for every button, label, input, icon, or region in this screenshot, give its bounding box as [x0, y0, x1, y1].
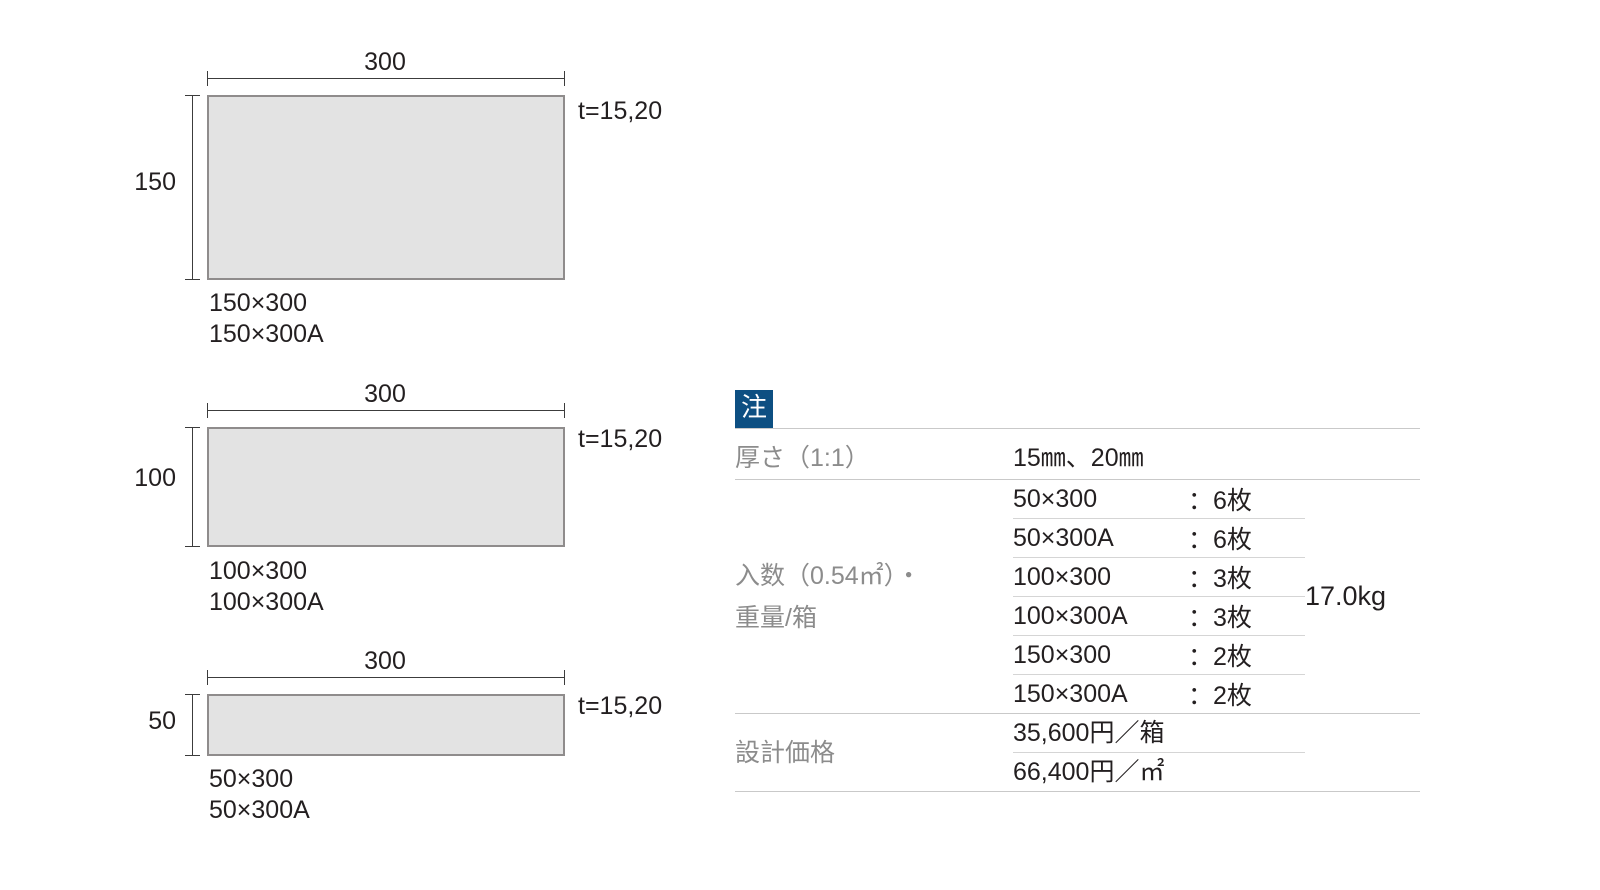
price-per-sqm: 66,400円／㎡ [1013, 758, 1165, 786]
height-dimension-line [185, 427, 200, 547]
packing-count: ：2枚 [1188, 682, 1252, 710]
packing-count: ：6枚 [1188, 487, 1252, 515]
diagram-panel: 300 150 t=15,20 150×300 150×300A 300 100… [0, 0, 720, 890]
caption-line-1: 150×300 [209, 289, 308, 317]
specification-table-price: 設計価格 35,600円／箱 66,400円／㎡ [735, 714, 1420, 791]
note-badge: 注 [735, 390, 774, 428]
width-dimension-line [207, 403, 565, 418]
row-label-thickness: 厚さ（1:1） [735, 444, 870, 472]
thickness-label: t=15,20 [578, 425, 663, 453]
table-rule-after-thickness [735, 479, 1420, 480]
packing-row: 100×300 ：3枚 [1013, 558, 1305, 597]
packing-size: 150×300 [1013, 640, 1112, 669]
table-row-thickness: 厚さ（1:1） 15㎜、20㎜ [735, 437, 1420, 479]
tile-caption: 150×300 150×300A [209, 288, 324, 350]
table-rule-bottom [735, 791, 1420, 792]
row-side-thickness [1305, 437, 1420, 479]
height-dimension-label: 50 [148, 707, 176, 735]
packing-row: 150×300A ：2枚 [1013, 675, 1305, 713]
packing-weight: 17.0kg [1305, 581, 1387, 611]
specification-table: 厚さ（1:1） 15㎜、20㎜ [735, 437, 1420, 479]
packing-row: 50×300A ：6枚 [1013, 519, 1305, 558]
packing-count: ：6枚 [1188, 526, 1252, 554]
thickness-label: t=15,20 [578, 692, 663, 720]
packing-count: ：2枚 [1188, 643, 1252, 671]
thickness-value: 15㎜、20㎜ [1013, 444, 1144, 472]
packing-size: 100×300A [1013, 601, 1128, 630]
width-dimension-line [207, 670, 565, 685]
packing-label-line-2: 重量/箱 [735, 603, 817, 632]
tile-caption: 50×300 50×300A [209, 764, 310, 826]
row-label-packing: 入数（0.54㎡）・ 重量/箱 [735, 480, 1013, 713]
table-row-price: 設計価格 35,600円／箱 66,400円／㎡ [735, 714, 1420, 791]
width-dimension-label: 300 [364, 647, 406, 675]
row-label-price: 設計価格 [735, 738, 836, 767]
tile-caption: 100×300 100×300A [209, 556, 324, 618]
table-row-packing: 入数（0.54㎡）・ 重量/箱 50×300 ：6枚 50×300A ：6枚 1… [735, 480, 1420, 713]
packing-count: ：3枚 [1188, 604, 1252, 632]
caption-line-1: 50×300 [209, 765, 294, 793]
table-rule-top [735, 428, 1420, 429]
packing-row: 50×300 ：6枚 [1013, 480, 1305, 519]
height-dimension-line [185, 694, 200, 756]
width-dimension-label: 300 [364, 380, 406, 408]
width-dimension-label: 300 [364, 48, 406, 76]
packing-size: 50×300A [1013, 523, 1114, 552]
price-per-box: 35,600円／箱 [1013, 714, 1305, 753]
row-value-thickness: 15㎜、20㎜ [1013, 437, 1305, 479]
packing-size: 150×300A [1013, 679, 1128, 708]
caption-line-2: 100×300A [209, 588, 324, 616]
packing-row: 150×300 ：2枚 [1013, 636, 1305, 675]
row-value-packing: 50×300 ：6枚 50×300A ：6枚 100×300 ：3枚 100×3… [1013, 480, 1305, 713]
spec-panel: 注 厚さ（1:1） 15㎜、20㎜ 入数（0.54㎡）・ 重量/箱 [735, 390, 1435, 792]
table-rule-after-packing [735, 713, 1420, 714]
caption-line-1: 100×300 [209, 557, 308, 585]
packing-row: 100×300A ：3枚 [1013, 597, 1305, 636]
caption-line-2: 150×300A [209, 320, 324, 348]
packing-size: 100×300 [1013, 562, 1112, 591]
row-value-price: 35,600円／箱 66,400円／㎡ [1013, 714, 1305, 791]
thickness-label: t=15,20 [578, 97, 663, 125]
height-dimension-line [185, 95, 200, 280]
packing-label-line-1: 入数（0.54㎡）・ [735, 561, 922, 590]
row-side-price [1305, 714, 1420, 791]
tile-rectangle [207, 427, 565, 547]
packing-count: ：3枚 [1188, 565, 1252, 593]
caption-line-2: 50×300A [209, 796, 310, 824]
tile-rectangle [207, 95, 565, 280]
width-dimension-line [207, 71, 565, 86]
height-dimension-label: 150 [134, 168, 176, 196]
tile-rectangle [207, 694, 565, 756]
specification-table-packing: 入数（0.54㎡）・ 重量/箱 50×300 ：6枚 50×300A ：6枚 1… [735, 480, 1420, 713]
packing-size: 50×300 [1013, 484, 1098, 513]
height-dimension-label: 100 [134, 464, 176, 492]
